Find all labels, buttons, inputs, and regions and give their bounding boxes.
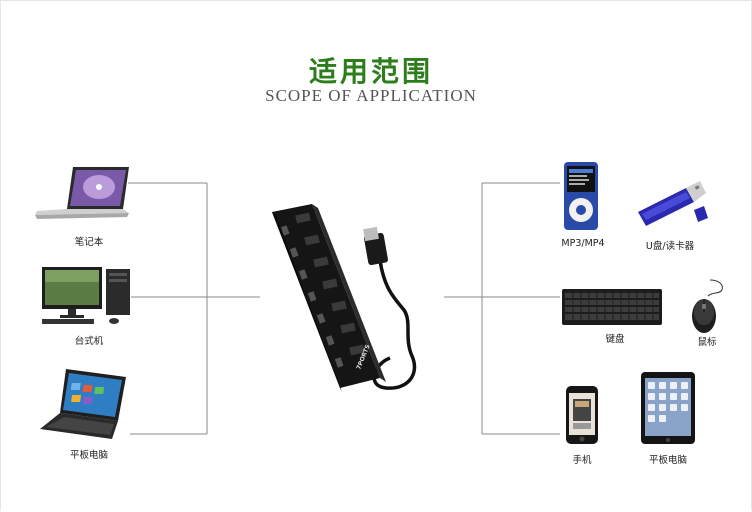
diagram-subtitle: SCOPE OF APPLICATION bbox=[265, 86, 477, 105]
desktop-computer-icon bbox=[42, 267, 130, 324]
keyboard-icon bbox=[562, 289, 662, 325]
usb-flash-drive-icon bbox=[638, 181, 708, 226]
tablet-with-keyboard-icon bbox=[40, 369, 126, 439]
label-mouse: 鼠标 bbox=[697, 337, 717, 348]
laptop-icon bbox=[35, 167, 129, 219]
phone-icon bbox=[566, 386, 598, 444]
hub-switches bbox=[280, 225, 344, 368]
label-desktop: 台式机 bbox=[74, 336, 104, 347]
diagram-title: 适用范围 bbox=[308, 55, 433, 88]
usb-hub-icon: 7PORTS bbox=[272, 204, 417, 392]
label-laptop: 笔记本 bbox=[74, 237, 104, 248]
mouse-icon bbox=[692, 279, 723, 333]
label-keyboard: 键盘 bbox=[605, 334, 625, 345]
hub-ports bbox=[295, 212, 365, 356]
tablet-icon bbox=[641, 372, 695, 444]
label-phone: 手机 bbox=[572, 455, 592, 466]
label-tablet-right: 平板电脑 bbox=[648, 455, 687, 466]
label-mp3: MP3/MP4 bbox=[561, 238, 605, 249]
mp3-player-icon bbox=[564, 162, 598, 230]
label-tablet-left: 平板电脑 bbox=[69, 450, 108, 461]
label-usb-drive: U盘/读卡器 bbox=[645, 241, 695, 252]
